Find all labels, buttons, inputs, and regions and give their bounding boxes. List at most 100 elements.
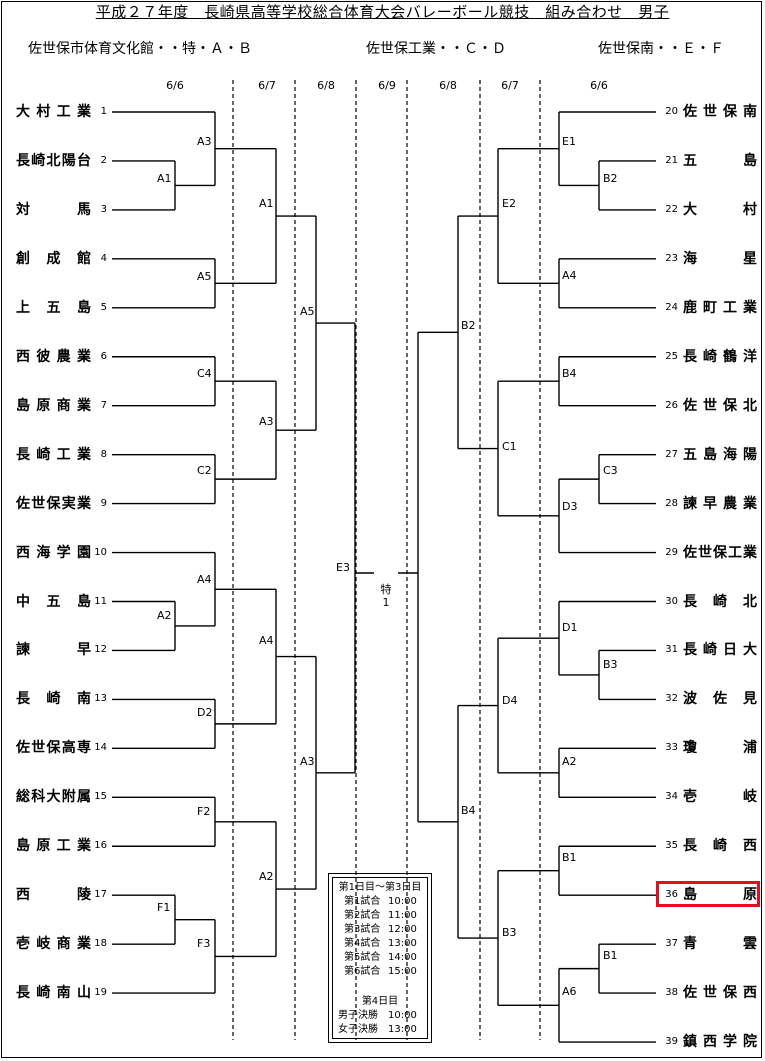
team-name: 鎮西学院	[683, 1034, 757, 1051]
seed-number: 26	[665, 399, 678, 411]
team-name: 上五島	[16, 299, 91, 316]
seed-number: 28	[665, 497, 678, 509]
seed-number: 15	[94, 791, 107, 803]
schedule-row-label: 第5試合	[344, 952, 381, 963]
team-name: 西陵	[16, 887, 91, 904]
match-label: B1	[603, 949, 618, 962]
schedule-row: 女子決勝 13:00	[338, 1023, 428, 1036]
final-label-line: 特	[380, 583, 392, 596]
round-date: 6/7	[501, 79, 519, 92]
match-label: B4	[461, 804, 476, 817]
team-name: 大村工業	[16, 104, 91, 120]
team-name: 長崎南山	[16, 985, 91, 1002]
team-name: 壱岐	[683, 789, 757, 806]
team-name: 西彼農業	[16, 348, 91, 365]
team-name: 諫早農業	[683, 495, 757, 512]
team-row: 上五島 5	[0, 299, 765, 317]
team-name: 総科大附属	[16, 789, 91, 806]
team-name: 佐世保北	[683, 397, 757, 414]
schedule-row-label: 女子決勝	[338, 1024, 378, 1035]
team-row: 26 佐世保北	[0, 397, 765, 415]
team-row: 31 長崎日大	[0, 641, 765, 659]
venue-right: 佐世保南・・Ｅ・Ｆ	[598, 41, 724, 57]
team-row: 西彼農業 6	[0, 348, 765, 366]
match-label: E1	[562, 135, 576, 148]
round-date: 6/7	[258, 79, 276, 92]
seed-number: 20	[665, 106, 678, 117]
match-label: C3	[603, 464, 618, 477]
final-label: 特 1	[376, 583, 396, 609]
seed-number: 13	[94, 693, 107, 705]
match-label: A5	[300, 305, 315, 318]
match-label: A1	[157, 172, 172, 185]
match-label: C1	[502, 440, 517, 453]
venue-left: 佐世保市体育文化館・・特・Ａ・Ｂ	[28, 41, 252, 57]
seed-number: 30	[665, 595, 678, 607]
schedule-row-time: 12:00	[388, 924, 417, 935]
team-name: 対馬	[16, 201, 91, 218]
team-name: 長崎北	[683, 593, 757, 610]
team-name: 長崎工業	[16, 446, 91, 463]
seed-number: 2	[100, 154, 107, 166]
team-name: 五島海陽	[683, 446, 757, 463]
match-label: B2	[603, 172, 618, 185]
schedule-row: 第2試合 11:00	[344, 909, 434, 922]
seed-number: 25	[665, 350, 678, 362]
seed-number: 31	[665, 644, 678, 656]
match-label: E3	[336, 561, 350, 574]
match-label: F1	[157, 901, 171, 914]
team-name: 島原工業	[16, 838, 91, 855]
schedule-row-label: 第3試合	[344, 924, 381, 935]
team-name: 長崎日大	[683, 642, 757, 659]
seed-number: 19	[94, 987, 107, 999]
match-label: B2	[461, 319, 476, 332]
schedule-row-label: 第2試合	[344, 910, 381, 921]
schedule-row-time: 13:00	[388, 1024, 417, 1035]
schedule-row-time: 10:00	[388, 1010, 417, 1021]
seed-number: 6	[100, 350, 107, 362]
seed-number: 36	[665, 889, 678, 901]
seed-number: 3	[100, 203, 107, 215]
seed-number: 24	[665, 301, 678, 313]
team-name: 長崎北陽台	[16, 152, 91, 169]
team-name: 中五島	[16, 593, 91, 610]
match-label: A1	[259, 197, 274, 210]
schedule-row-time: 10:00	[388, 896, 417, 907]
team-name: 長崎鶴洋	[683, 348, 757, 365]
match-label: F2	[197, 805, 211, 818]
team-name: 瓊浦	[683, 740, 757, 757]
seed-number: 1	[100, 106, 107, 117]
schedule-row-time: 11:00	[388, 910, 417, 921]
match-label: A4	[562, 269, 577, 282]
team-row: 30 長崎北	[0, 593, 765, 611]
seed-number: 32	[665, 693, 678, 705]
team-name: 鹿町工業	[683, 299, 757, 316]
match-label: B4	[562, 367, 577, 380]
team-name: 五島	[683, 152, 757, 169]
team-row: 長崎北陽台 2	[0, 152, 765, 170]
seed-number: 4	[100, 252, 107, 264]
seed-number: 9	[100, 497, 107, 509]
match-label: A2	[157, 609, 172, 622]
match-label: B1	[562, 851, 577, 864]
match-label: D4	[502, 694, 518, 707]
match-label: B3	[502, 926, 517, 939]
team-row: 24 鹿町工業	[0, 299, 765, 317]
schedule-row-time: 13:00	[388, 938, 417, 949]
match-label: A2	[259, 870, 274, 883]
seed-number: 17	[94, 889, 107, 901]
highlight-box	[656, 881, 760, 908]
seed-number: 5	[100, 301, 107, 313]
